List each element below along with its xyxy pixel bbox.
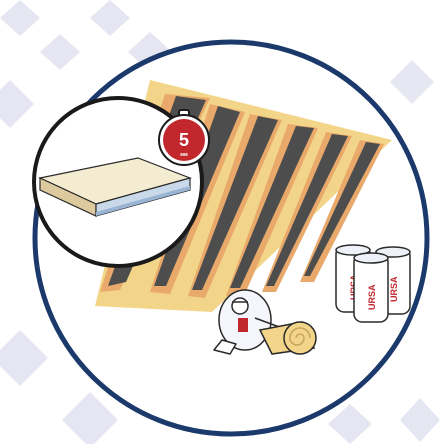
product-rolls: URSA URSA URSA	[336, 245, 410, 322]
product-roll-3: URSA	[354, 253, 388, 322]
badge-number: 5	[179, 130, 189, 150]
product-brand-2: URSA	[389, 276, 399, 302]
product-brand-3: URSA	[367, 284, 377, 310]
badge-unit: мм	[180, 152, 188, 158]
